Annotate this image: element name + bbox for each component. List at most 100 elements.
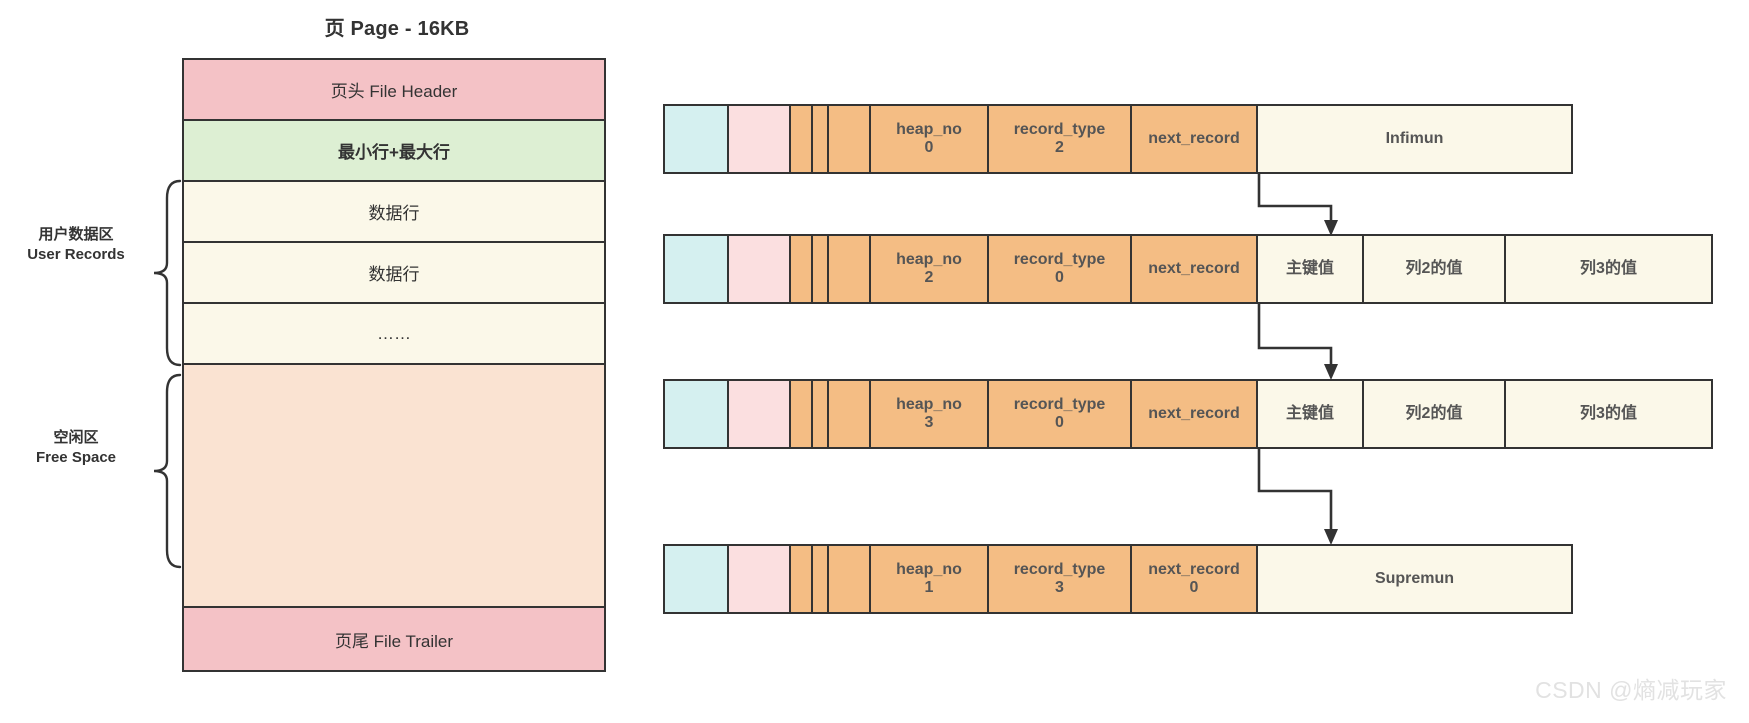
cell-payload-col2: 列2的值 (1364, 236, 1506, 302)
page-row-label: 页尾 File Trailer (334, 631, 454, 651)
next-record-label: next_record (1148, 404, 1240, 422)
cell-variable-length-list (665, 381, 729, 447)
payload-text: 主键值 (1285, 259, 1334, 277)
connector-arrow-1 (1257, 172, 1338, 236)
heap-no-value: 0 (924, 139, 934, 156)
page-row-file-header: 页头 File Header (184, 60, 604, 121)
cell-delete-mask (791, 236, 813, 302)
cell-record-type: record_type 2 (989, 106, 1132, 172)
next-record-label: next_record (1148, 560, 1240, 578)
record-row-supremum: heap_no 1 record_type 3 next_record 0 Su… (663, 544, 1573, 614)
cell-variable-length-list (665, 106, 729, 172)
cell-n-owned (829, 546, 871, 612)
cell-heap-no: heap_no 2 (871, 236, 989, 302)
side-label-cn: 用户数据区 (38, 226, 114, 243)
cell-delete-mask (791, 106, 813, 172)
record-type-label: record_type (1013, 395, 1106, 413)
record-type-value: 0 (1055, 414, 1064, 431)
record-type-label: record_type (1013, 250, 1106, 268)
side-label-en: Free Space (35, 449, 117, 467)
page-row-label: 数据行 (368, 265, 420, 284)
record-row-infimum: heap_no 0 record_type 2 next_record Infi… (663, 104, 1573, 174)
cell-null-list (729, 236, 791, 302)
cell-variable-length-list (665, 546, 729, 612)
next-record-value: 0 (1189, 579, 1199, 596)
page-structure-box: 页头 File Header 最小行+最大行 数据行 数据行 …… 页尾 Fil… (182, 58, 606, 672)
cell-null-list (729, 546, 791, 612)
cell-null-list (729, 106, 791, 172)
payload-text: Infimun (1385, 129, 1444, 147)
heap-no-value: 3 (924, 414, 934, 431)
heap-no-label: heap_no (896, 560, 962, 578)
side-label-free-space: 空闲区 Free Space (6, 428, 146, 469)
cell-next-record: next_record 0 (1132, 546, 1258, 612)
record-type-label: record_type (1013, 120, 1106, 138)
cell-n-owned (829, 106, 871, 172)
page-title: 页 Page - 16KB (324, 18, 470, 40)
cell-delete-mask (791, 546, 813, 612)
connector-arrow-3 (1257, 447, 1338, 545)
heap-no-value: 2 (924, 269, 934, 286)
page-row-label: 页头 File Header (330, 82, 458, 101)
page-row-ellipsis: …… (184, 304, 604, 365)
page-row-data-1: 数据行 (184, 182, 604, 243)
page-row-label: 最小行+最大行 (338, 143, 450, 162)
page-row-label: 数据行 (368, 204, 420, 223)
record-type-label: record_type (1013, 560, 1106, 578)
brace-free-space (153, 373, 182, 569)
brace-user-records (153, 179, 182, 367)
side-label-cn: 空闲区 (53, 429, 99, 446)
payload-text: 列2的值 (1405, 259, 1463, 277)
cell-next-record: next_record (1132, 381, 1258, 447)
cell-min-rec-flag (813, 236, 829, 302)
page-row-file-trailer: 页尾 File Trailer (184, 608, 604, 670)
record-type-value: 2 (1055, 139, 1064, 156)
heap-no-label: heap_no (896, 250, 962, 268)
page-row-data-2: 数据行 (184, 243, 604, 304)
payload-text: 列3的值 (1580, 404, 1637, 422)
cell-payload-col3: 列3的值 (1506, 236, 1711, 302)
cell-payload-primary-key: 主键值 (1258, 236, 1364, 302)
cell-payload-supremum: Supremun (1258, 546, 1571, 612)
cell-heap-no: heap_no 3 (871, 381, 989, 447)
record-row-user-1: heap_no 2 record_type 0 next_record 主键值 … (663, 234, 1713, 304)
side-label-user-records: 用户数据区 User Records (6, 225, 146, 266)
side-label-en: User Records (27, 246, 125, 264)
csdn-watermark: CSDN @熵减玩家 (1535, 677, 1727, 703)
cell-null-list (729, 381, 791, 447)
payload-text: Supremun (1374, 569, 1455, 587)
cell-record-type: record_type 0 (989, 381, 1132, 447)
cell-record-type: record_type 3 (989, 546, 1132, 612)
cell-record-type: record_type 0 (989, 236, 1132, 302)
cell-payload-col2: 列2的值 (1364, 381, 1506, 447)
cell-delete-mask (791, 381, 813, 447)
next-record-label: next_record (1148, 129, 1240, 147)
record-type-value: 0 (1055, 269, 1064, 286)
page-row-min-max: 最小行+最大行 (184, 121, 604, 182)
record-row-user-2: heap_no 3 record_type 0 next_record 主键值 … (663, 379, 1713, 449)
cell-min-rec-flag (813, 381, 829, 447)
heap-no-label: heap_no (896, 395, 962, 413)
cell-variable-length-list (665, 236, 729, 302)
cell-heap-no: heap_no 1 (871, 546, 989, 612)
payload-text: 列3的值 (1580, 259, 1637, 277)
connector-arrow-2 (1257, 302, 1338, 380)
payload-text: 列2的值 (1405, 404, 1463, 422)
page-row-free-space (184, 365, 604, 608)
record-type-value: 3 (1055, 579, 1064, 596)
heap-no-value: 1 (924, 579, 934, 596)
cell-payload-infimum: Infimun (1258, 106, 1571, 172)
cell-payload-col3: 列3的值 (1506, 381, 1711, 447)
cell-next-record: next_record (1132, 106, 1258, 172)
cell-payload-primary-key: 主键值 (1258, 381, 1364, 447)
heap-no-label: heap_no (896, 120, 962, 138)
cell-n-owned (829, 236, 871, 302)
cell-min-rec-flag (813, 106, 829, 172)
payload-text: 主键值 (1285, 404, 1334, 422)
cell-next-record: next_record (1132, 236, 1258, 302)
next-record-label: next_record (1148, 259, 1240, 277)
cell-min-rec-flag (813, 546, 829, 612)
cell-heap-no: heap_no 0 (871, 106, 989, 172)
page-row-label: …… (377, 323, 411, 343)
cell-n-owned (829, 381, 871, 447)
